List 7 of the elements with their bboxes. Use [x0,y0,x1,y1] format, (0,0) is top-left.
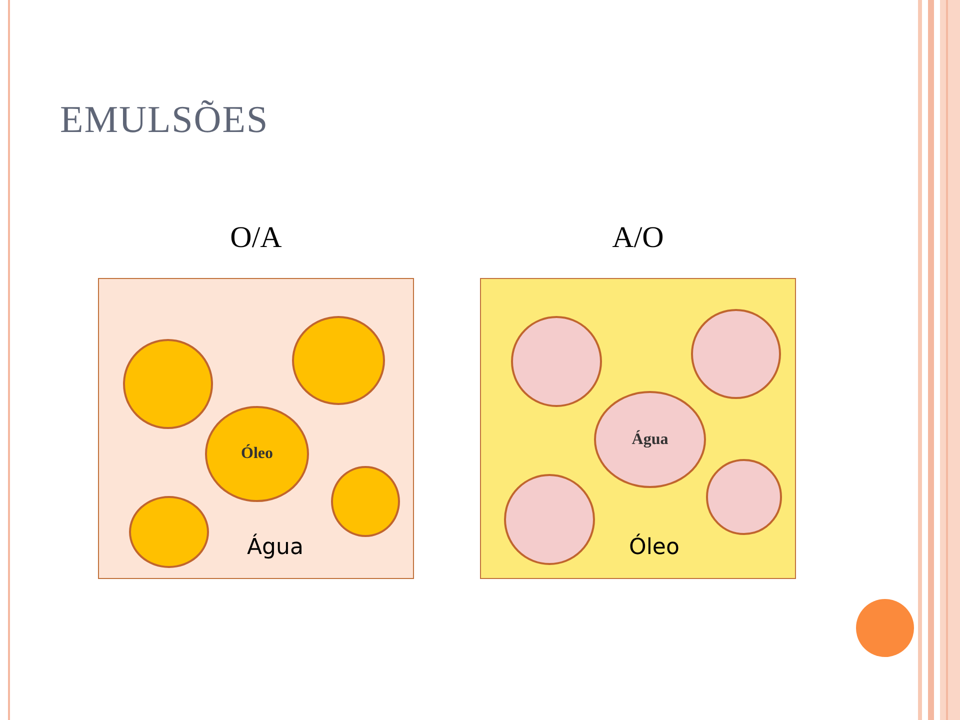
emulsion-type-heading: O/A [229,221,283,255]
droplet-label: Água [632,430,668,448]
emulsion-type-heading: A/O [611,221,665,255]
phase-label: Água [247,535,304,560]
droplet-label: Óleo [241,445,273,463]
phase-label: Óleo [629,535,680,560]
slide-title: EMULSÕES [60,98,269,142]
